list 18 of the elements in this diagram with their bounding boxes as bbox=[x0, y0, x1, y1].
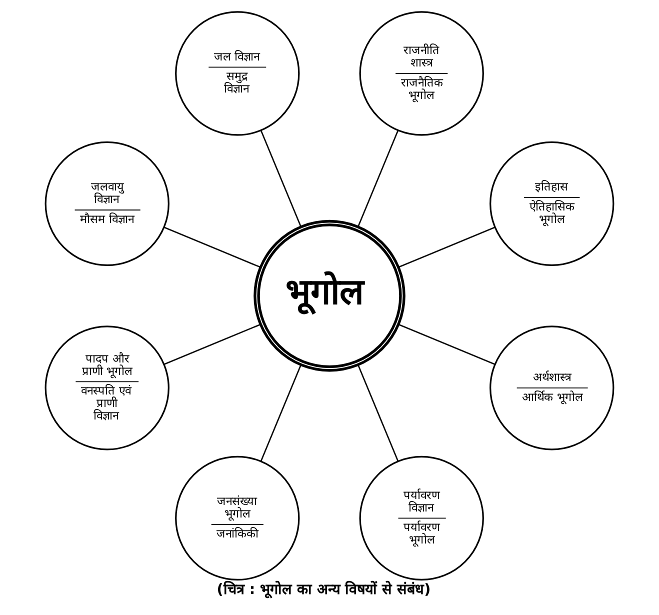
caption: (चित्र : भूगोल का अन्य विषयों से संबंध) bbox=[216, 582, 431, 598]
node-circle: इतिहास ऐतिहासिक भूगोल bbox=[490, 141, 614, 266]
node-circle: जनसंख्या भूगोल जनांकिकी bbox=[175, 456, 300, 581]
connector bbox=[260, 364, 302, 462]
node-circle: पादप और प्राणी भूगोल वनस्पति एवं प्राणी विज्ञान bbox=[44, 326, 170, 450]
connector bbox=[164, 226, 261, 268]
node-circle: जलवायु विज्ञान मौसम विज्ञान bbox=[44, 141, 170, 266]
connector bbox=[398, 226, 495, 268]
node-circle: राजनीति शास्त्र राजनैतिक भूगोल bbox=[359, 11, 484, 136]
connector bbox=[164, 324, 261, 365]
node-circle: जल विज्ञान समुद्र विज्ञान bbox=[175, 11, 300, 136]
connector bbox=[260, 130, 302, 227]
node-circle: भूगोल bbox=[254, 220, 406, 372]
node-circle: पर्यावरण विज्ञान पर्यावरण भूगोल bbox=[359, 456, 484, 581]
connector bbox=[358, 130, 399, 227]
connector bbox=[358, 364, 399, 462]
connector bbox=[398, 324, 495, 365]
node-circle: अर्थशास्त्र आर्थिक भूगोल bbox=[490, 326, 614, 450]
